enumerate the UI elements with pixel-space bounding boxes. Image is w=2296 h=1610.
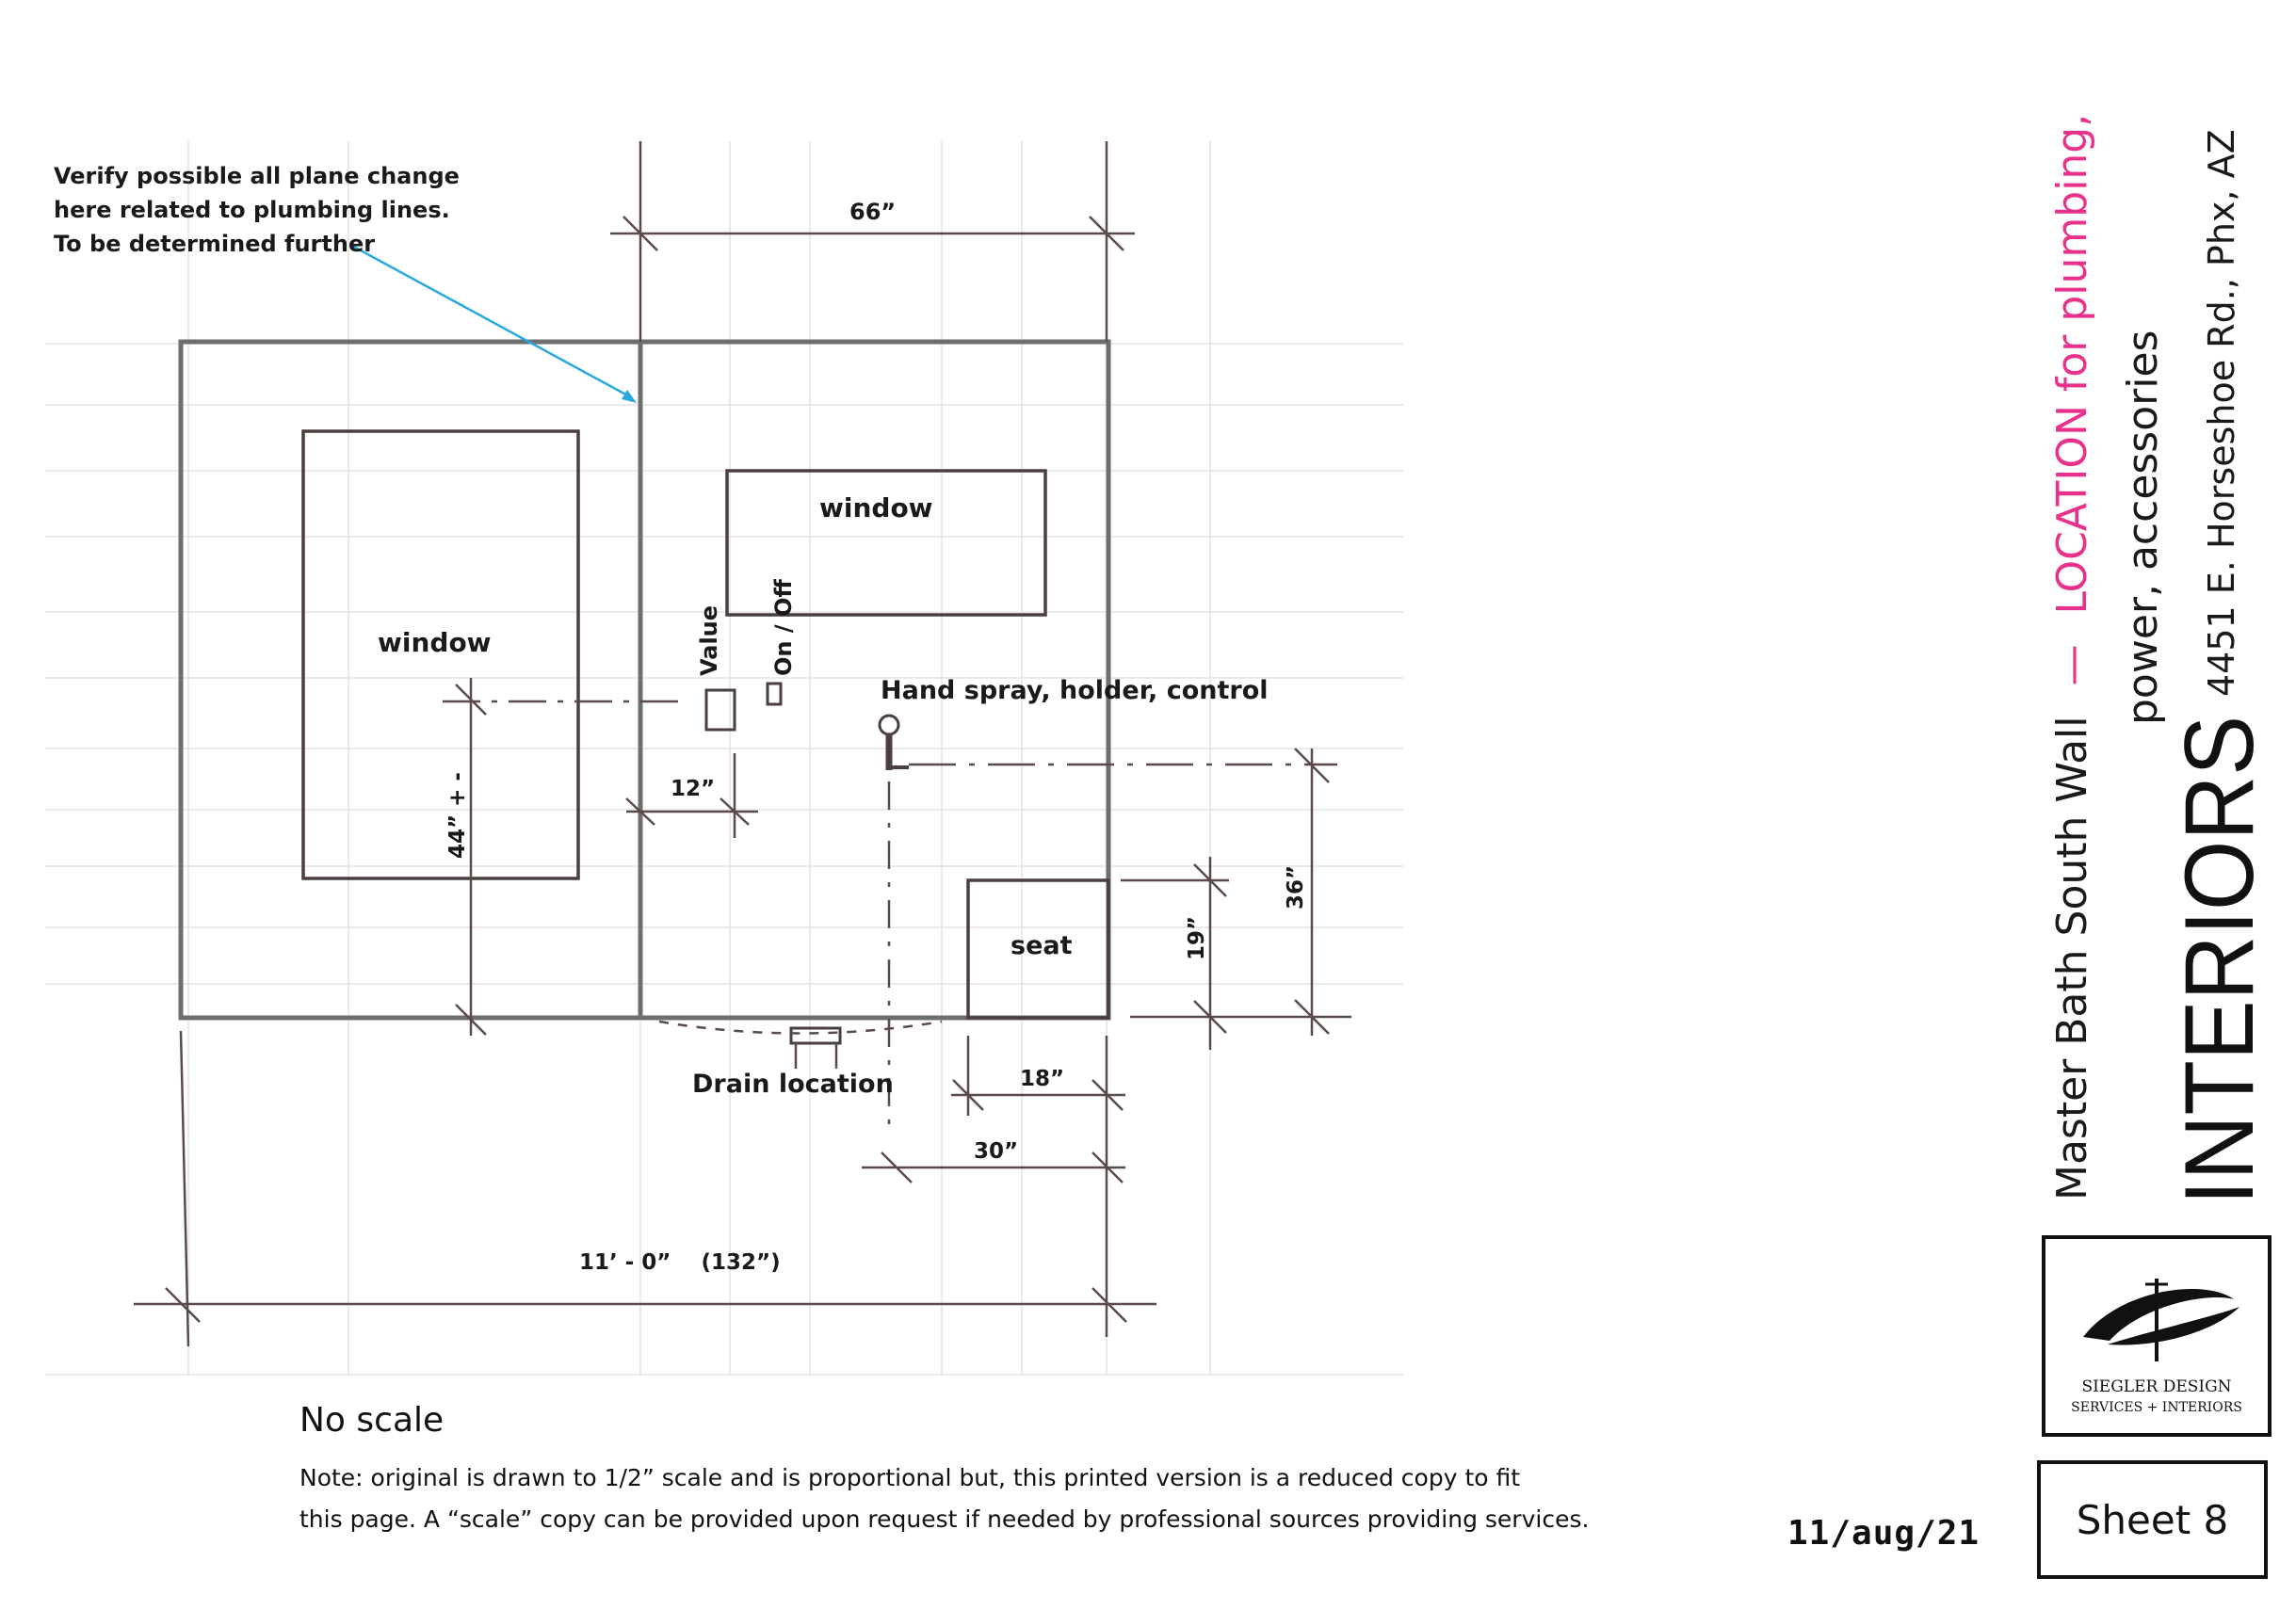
scale-note: Note: original is drawn to 1/2” scale an… bbox=[299, 1457, 1618, 1540]
title-dash: — bbox=[2048, 645, 2096, 686]
dim-overall-width: 11’ - 0” (132”) bbox=[579, 1250, 781, 1275]
title-wall: Master Bath South Wall bbox=[2048, 716, 2096, 1201]
valve-box bbox=[704, 688, 736, 732]
logo-line-2: SERVICES + INTERIORS bbox=[2071, 1400, 2242, 1415]
dimension-labels: 66” 12” 44” + - 19” 36” 18” 30” 11’ - 0”… bbox=[445, 199, 1308, 1275]
annotation-leader bbox=[349, 243, 637, 403]
on-off-box bbox=[766, 682, 783, 706]
annotation-line-2: here related to plumbing lines. bbox=[54, 197, 450, 223]
logo-box: SIEGLER DESIGN SERVICES + INTERIORS bbox=[2042, 1235, 2272, 1437]
drawing-date: 11/aug/21 bbox=[1787, 1514, 1981, 1553]
siegler-swoosh-icon bbox=[2083, 1279, 2239, 1361]
logo-line-1: SIEGLER DESIGN bbox=[2081, 1377, 2232, 1396]
dimension-lines bbox=[134, 141, 1351, 1347]
dim-top-width: 66” bbox=[849, 199, 896, 225]
label-valve: Value bbox=[696, 605, 722, 676]
no-scale-title: No scale bbox=[299, 1401, 445, 1440]
title-wall-line: Master Bath South Wall — LOCATION for pl… bbox=[2048, 114, 2096, 1200]
label-drain: Drain location bbox=[692, 1070, 894, 1099]
label-window-right: window bbox=[819, 492, 933, 523]
label-hand-spray: Hand spray, holder, control bbox=[881, 676, 1269, 705]
annotation-line-3: To be determined further bbox=[54, 231, 375, 257]
sheet-number: Sheet 8 bbox=[2037, 1460, 2268, 1579]
wall-outline bbox=[178, 339, 1111, 1021]
scale-note-line-1: Note: original is drawn to 1/2” scale an… bbox=[299, 1464, 1521, 1491]
seat-frame bbox=[966, 878, 1110, 1020]
label-seat: seat bbox=[1011, 931, 1073, 960]
annotation-line-1: Verify possible all plane change bbox=[54, 163, 460, 189]
dim-grab-offset: 12” bbox=[671, 777, 715, 801]
construction-grid bbox=[45, 141, 1403, 1376]
drain-grate bbox=[789, 1026, 842, 1045]
hand-spray-head bbox=[878, 714, 900, 736]
right-window-frame bbox=[725, 469, 1047, 617]
dim-seat-width: 18” bbox=[1020, 1067, 1064, 1091]
annotation-text: Verify possible all plane change here re… bbox=[54, 163, 460, 257]
title-address: 4451 E. Horseshoe Rd., Phx, AZ bbox=[2201, 129, 2242, 697]
dim-seat-height: 19” bbox=[1185, 916, 1209, 960]
title-block: Master Bath South Wall — LOCATION for pl… bbox=[2048, 114, 2274, 1205]
fixture-labels: window window Value On / Off Hand spray,… bbox=[378, 492, 1269, 1099]
dim-spray-height: 36” bbox=[1284, 865, 1308, 910]
brand-wordmark: INTERIORS bbox=[2165, 716, 2274, 1205]
fixtures bbox=[301, 429, 1110, 1045]
title-location-1: LOCATION for plumbing, bbox=[2048, 114, 2096, 615]
dim-drain-offset: 30” bbox=[974, 1139, 1018, 1164]
title-location-2: power, accessories bbox=[2119, 330, 2167, 725]
left-window-frame bbox=[301, 429, 580, 880]
label-on-off: On / Off bbox=[770, 579, 797, 676]
dim-window-height: 44” + - bbox=[445, 772, 470, 859]
label-window-left: window bbox=[378, 627, 492, 658]
sheet-number-text: Sheet 8 bbox=[2076, 1496, 2229, 1543]
scale-note-line-2: this page. A “scale” copy can be provide… bbox=[299, 1505, 1590, 1533]
